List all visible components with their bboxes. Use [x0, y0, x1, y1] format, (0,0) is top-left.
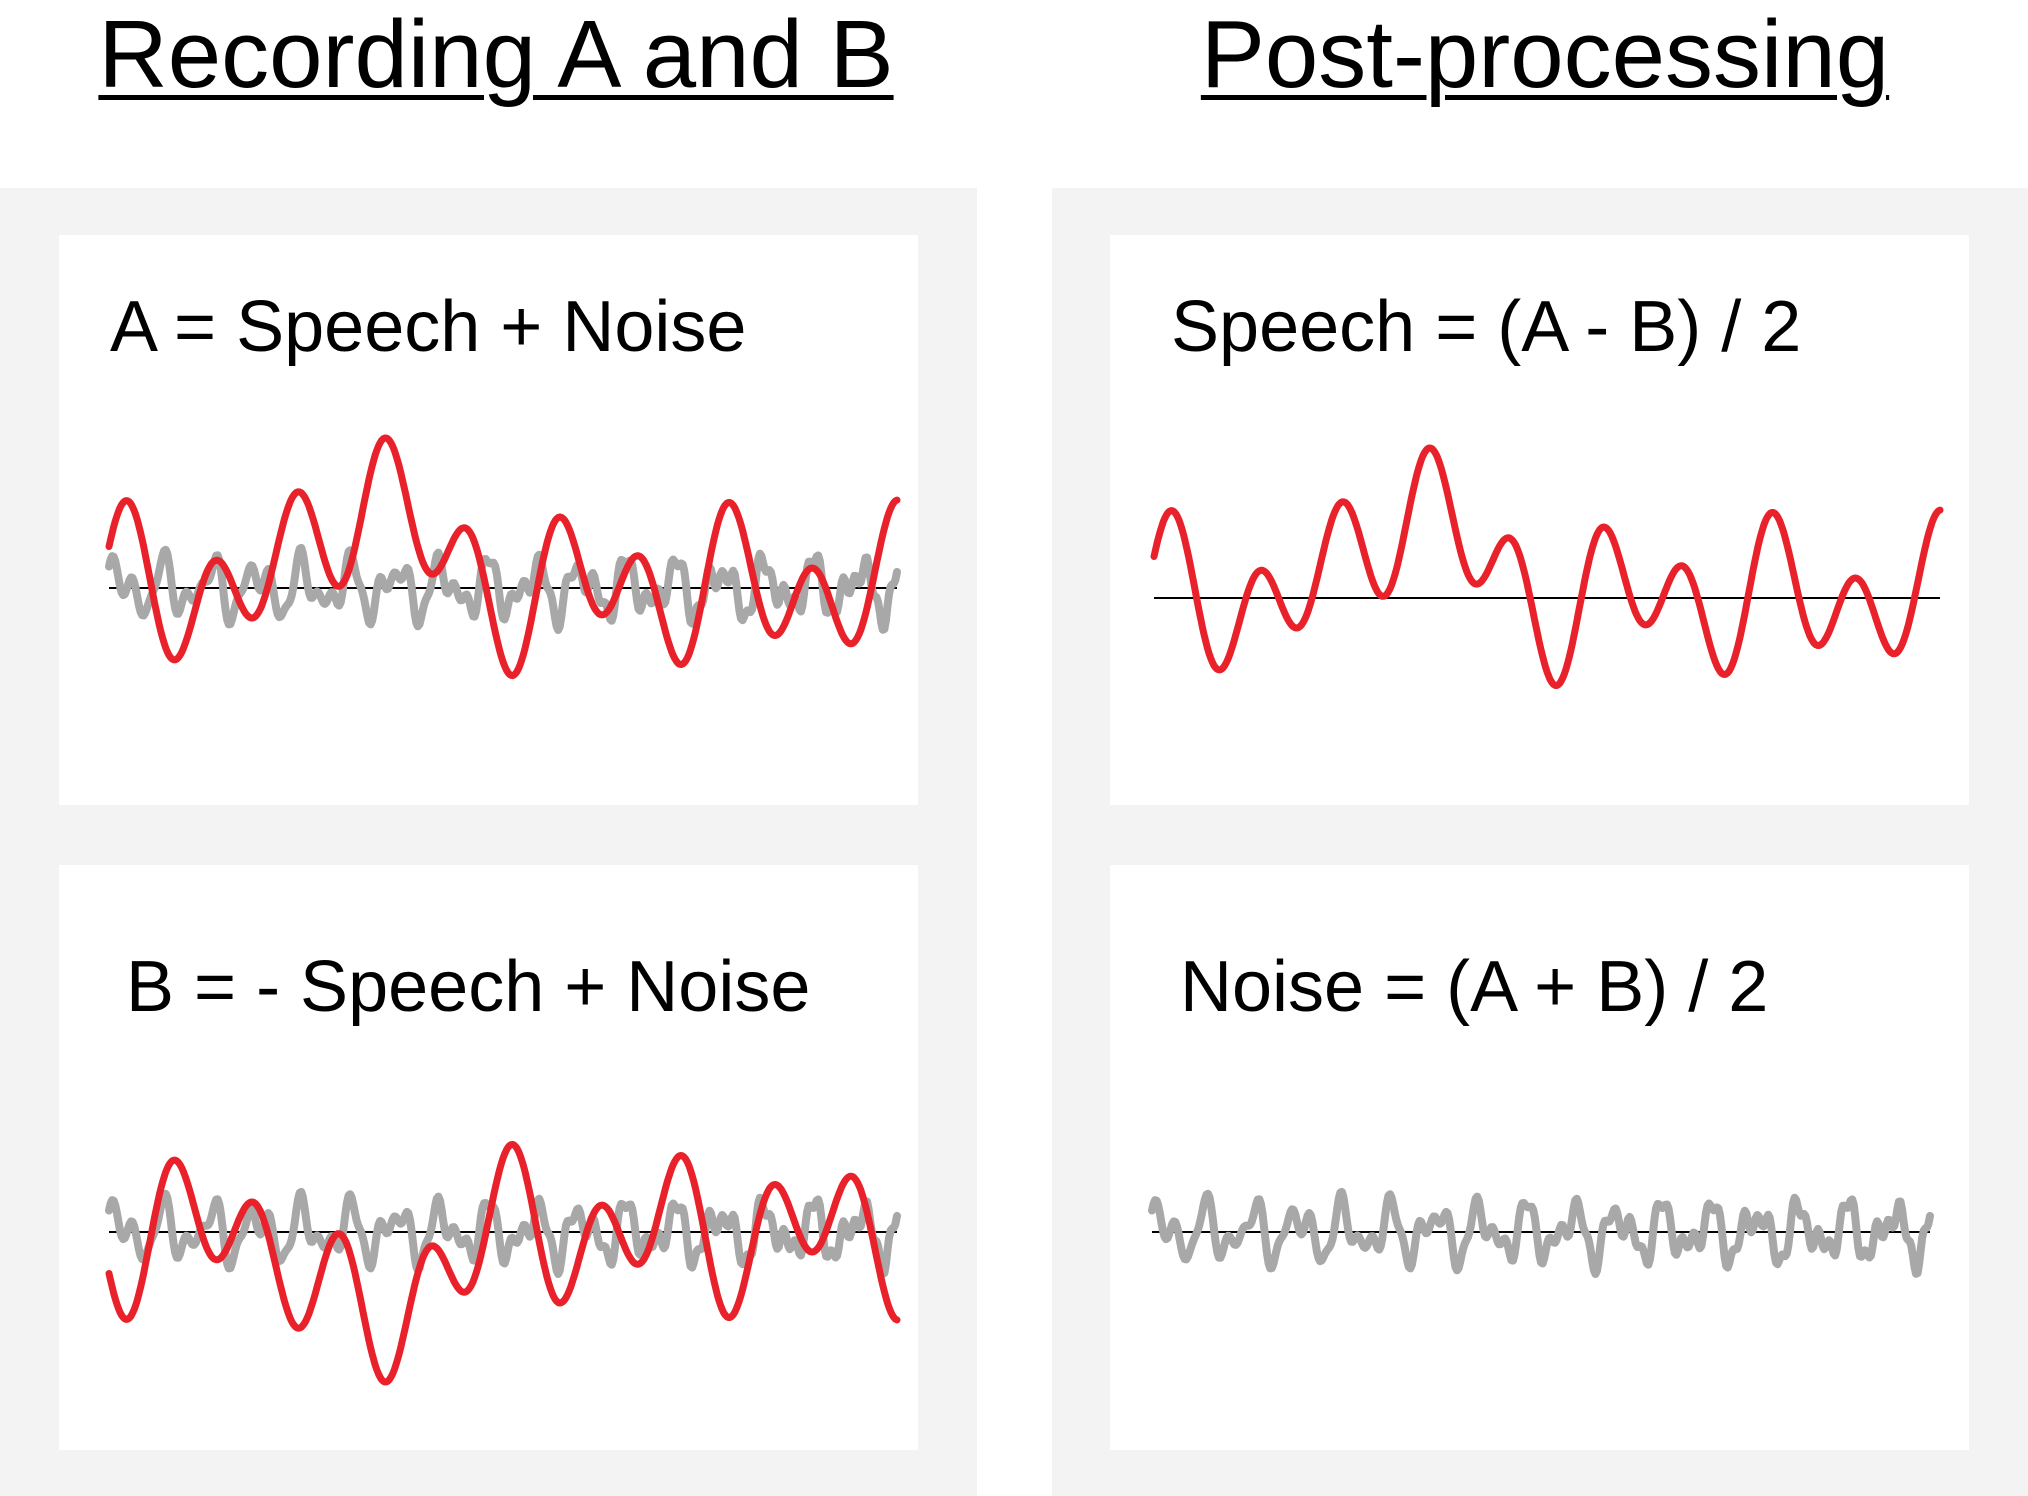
noise-waveform-b: [105, 1187, 901, 1278]
waveform-plot-b: [105, 1140, 901, 1386]
noise-waveform-a: [105, 543, 901, 634]
panel-label-speech: Speech = (A - B) / 2: [1171, 287, 1802, 367]
panel-label-noise: Noise = (A + B) / 2: [1180, 947, 1769, 1027]
noise-waveform-noise: [1148, 1187, 1934, 1278]
panel-speech-result: Speech = (A - B) / 2: [1110, 235, 1969, 805]
panel-label-a: A = Speech + Noise: [110, 287, 747, 367]
panel-label-b: B = - Speech + Noise: [126, 947, 811, 1027]
panel-recording-b: B = - Speech + Noise: [59, 865, 918, 1450]
waveform-plot-a: [105, 434, 901, 680]
panel-recording-a: A = Speech + Noise: [59, 235, 918, 805]
heading-post-processing: Post-processing: [1200, 1, 1890, 108]
waveform-plot-speech: [1150, 444, 1944, 690]
waveform-plot-noise: [1148, 1187, 1934, 1278]
speech-waveform-a: [105, 434, 901, 680]
heading-recording: Recording A and B: [98, 1, 894, 108]
panel-noise-result: Noise = (A + B) / 2: [1110, 865, 1969, 1450]
speech-waveform-speech: [1150, 444, 1944, 690]
speech-waveform-b: [105, 1140, 901, 1386]
